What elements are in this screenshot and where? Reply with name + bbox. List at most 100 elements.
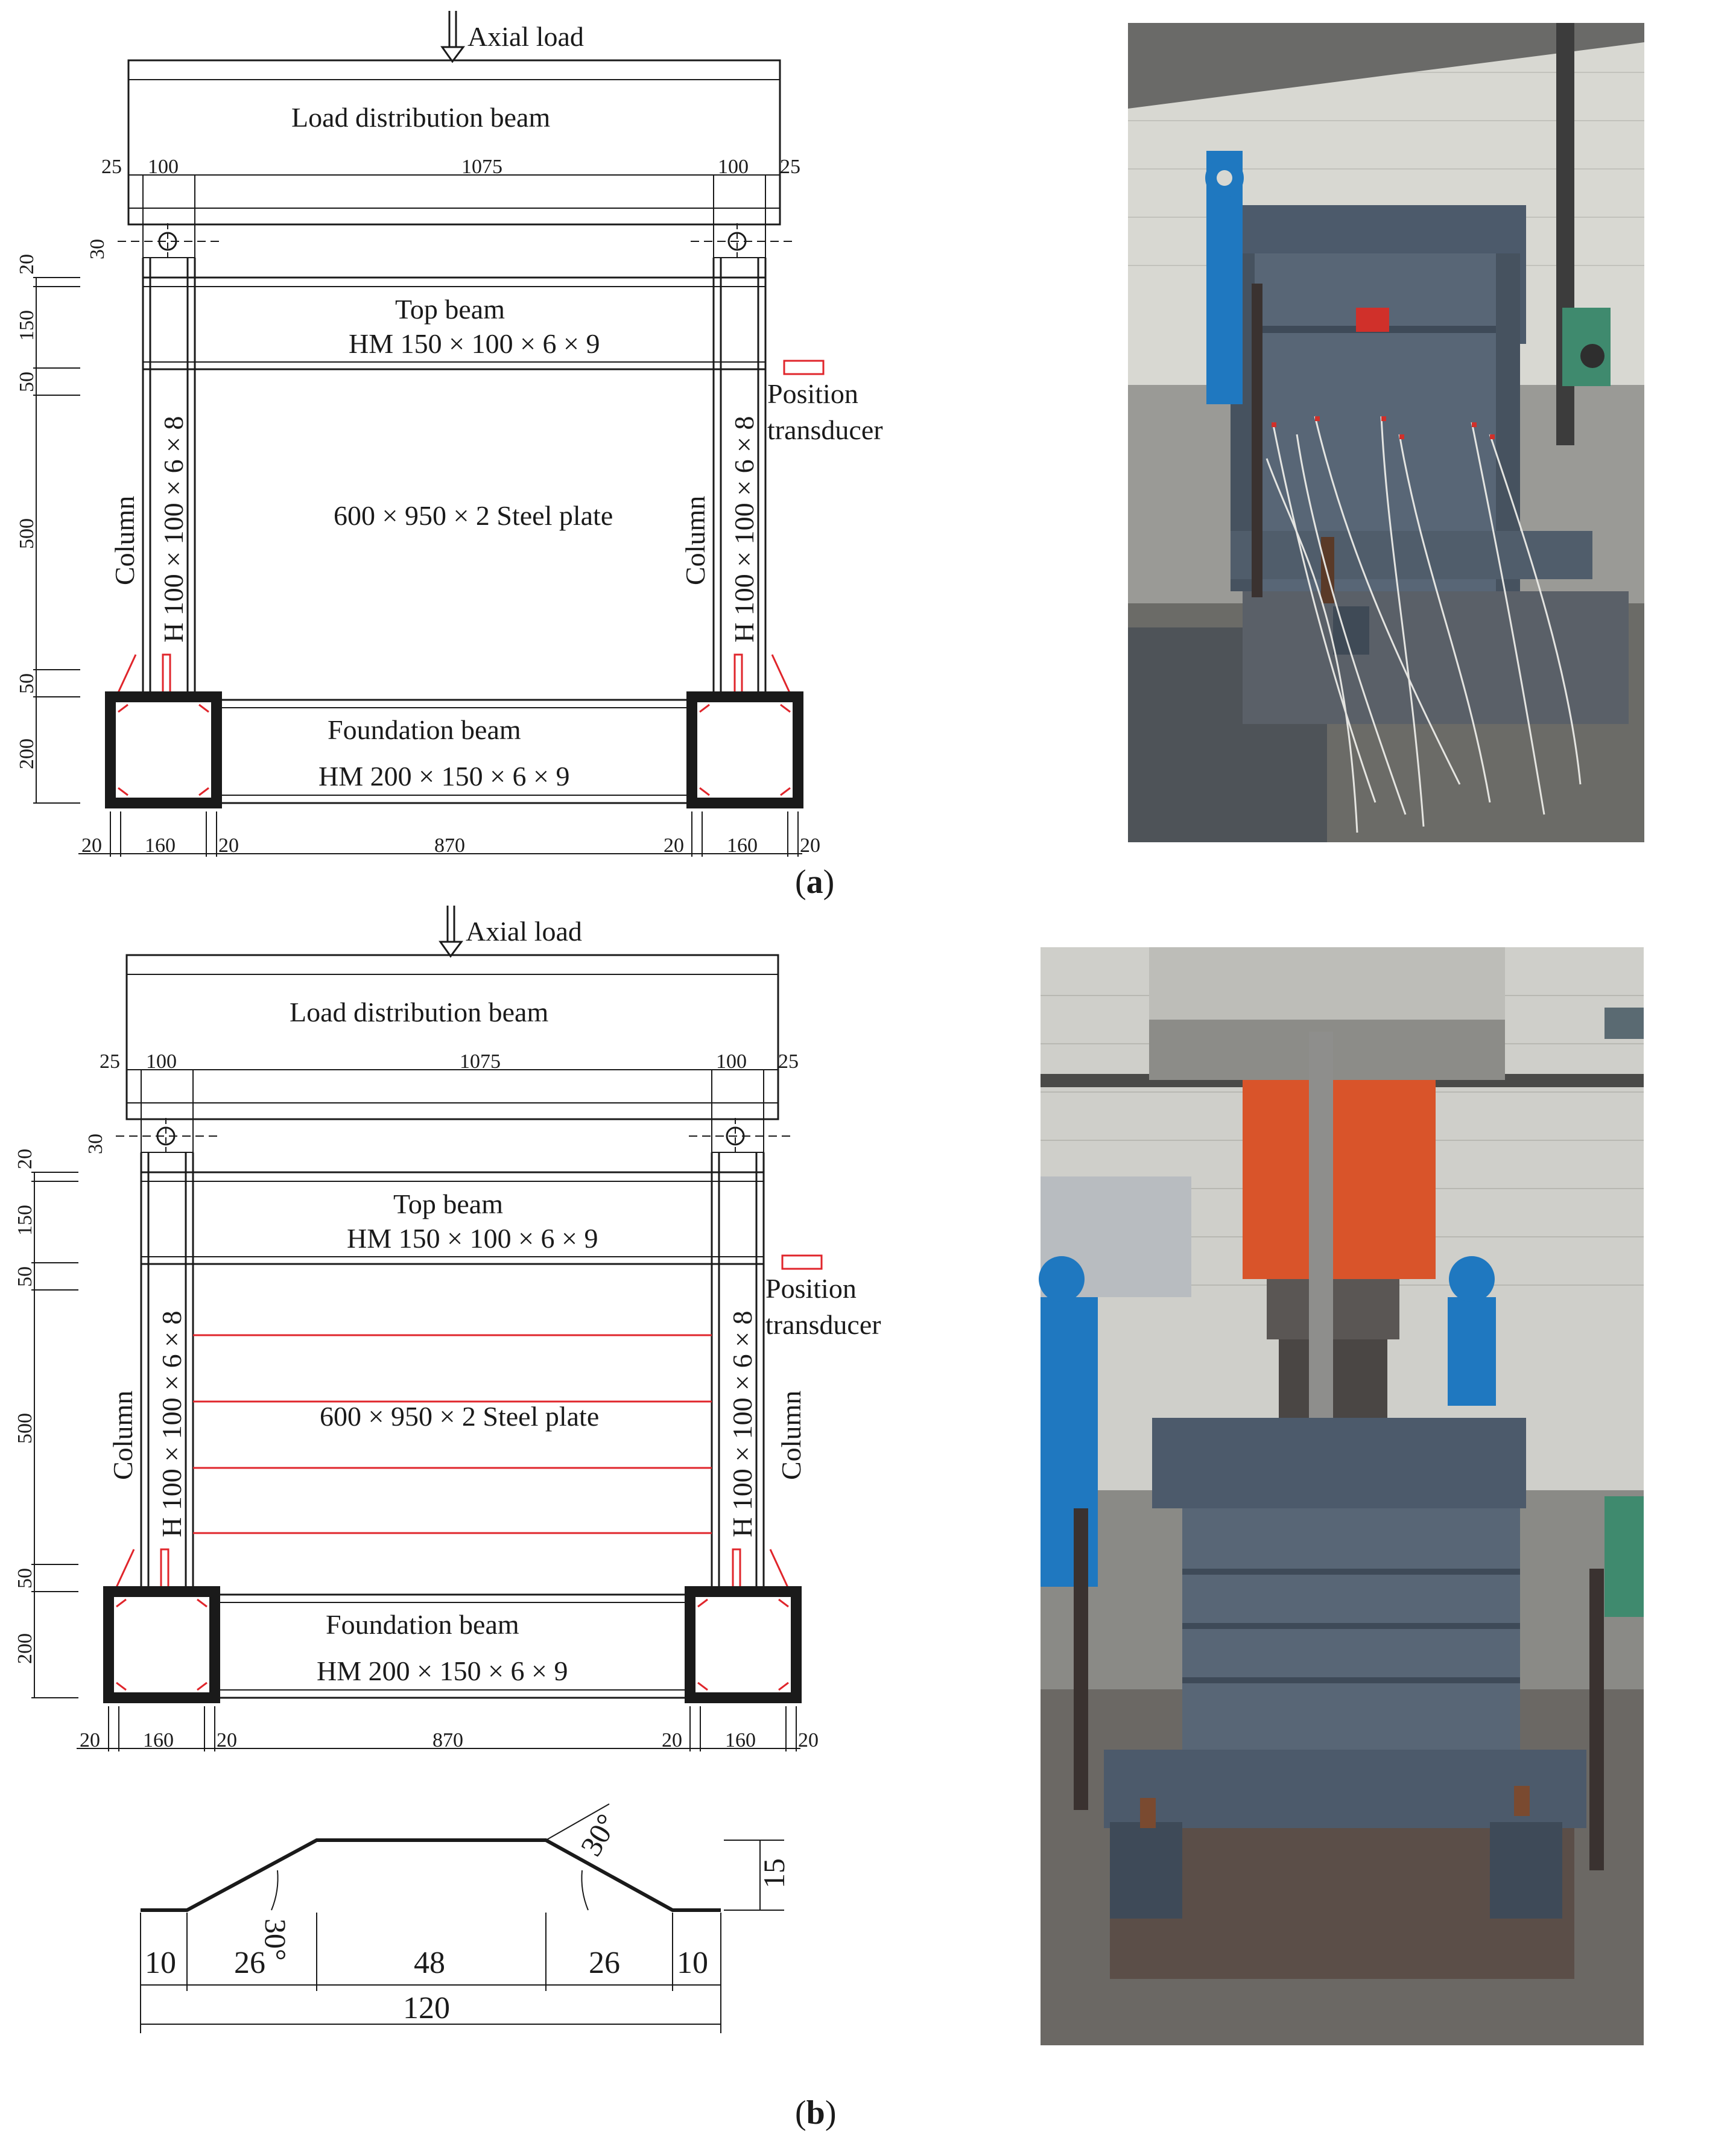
svg-text:20: 20 — [217, 1729, 237, 1751]
svg-text:20: 20 — [800, 834, 820, 857]
column-right — [712, 258, 767, 694]
column-label-right: Column — [776, 1391, 806, 1480]
svg-text:25: 25 — [780, 156, 800, 178]
bottom-dimensions: 20 160 20 870 20 160 20 — [81, 834, 820, 857]
axial-load-label: Axial load — [467, 21, 584, 52]
svg-text:20: 20 — [798, 1729, 819, 1751]
stiffeners — [193, 1334, 712, 1534]
steel-plate-label: 600 × 950 × 2 Steel plate — [334, 500, 613, 531]
svg-text:500: 500 — [14, 1413, 36, 1444]
top-beam-label: Top beam — [393, 1189, 503, 1219]
pin-circle-icon — [116, 1118, 218, 1154]
foundation-section: HM 200 × 150 × 6 × 9 — [317, 1656, 568, 1686]
column-section-right: H 100 × 100 × 6 × 8 — [729, 416, 759, 643]
profile-angle-1: 30° — [259, 1919, 293, 1961]
column-label-right: Column — [680, 496, 711, 585]
svg-text:1075: 1075 — [461, 156, 502, 178]
svg-text:1075: 1075 — [460, 1050, 501, 1073]
svg-text:30: 30 — [84, 1134, 107, 1154]
svg-text:10: 10 — [677, 1946, 708, 1980]
svg-text:870: 870 — [434, 834, 465, 857]
svg-text:20: 20 — [662, 1729, 682, 1751]
svg-text:100: 100 — [716, 1050, 747, 1073]
top-dimensions: 25 100 1075 100 25 — [101, 156, 800, 178]
column-label-left: Column — [107, 1391, 138, 1480]
svg-text:20: 20 — [14, 1149, 36, 1169]
pin-circle-icon — [691, 223, 793, 259]
left-dimensions: 20 150 50 500 50 200 30 — [14, 1134, 107, 1664]
foundation-box-left — [105, 691, 222, 808]
pin-circle-icon — [689, 1118, 791, 1154]
svg-text:500: 500 — [16, 518, 38, 549]
column-label-left: Column — [109, 496, 140, 585]
position-transducer — [783, 360, 825, 375]
steel-plate-label: 600 × 950 × 2 Steel plate — [320, 1401, 599, 1432]
top-beam-label: Top beam — [395, 294, 505, 325]
load-beam-label: Load distribution beam — [290, 997, 548, 1027]
svg-text:30: 30 — [86, 239, 109, 259]
svg-text:10: 10 — [145, 1946, 176, 1980]
caption-b: (b) — [795, 2094, 836, 2132]
position-transducer — [781, 1254, 823, 1270]
svg-text:25: 25 — [101, 156, 122, 178]
svg-text:150: 150 — [14, 1205, 36, 1236]
svg-text:20: 20 — [80, 1729, 100, 1751]
svg-text:100: 100 — [718, 156, 749, 178]
column-left — [140, 1152, 194, 1589]
svg-text:20: 20 — [664, 834, 684, 857]
svg-text:160: 160 — [145, 834, 176, 857]
transducer-label: transducer — [767, 414, 883, 445]
svg-text:26: 26 — [589, 1946, 620, 1980]
foundation-box-left — [103, 1586, 220, 1703]
svg-text:26: 26 — [234, 1946, 265, 1980]
svg-text:200: 200 — [16, 738, 38, 769]
photo-b — [1039, 947, 1644, 2045]
drawing-a: Axial load Load distribution beam 25 100… — [16, 11, 883, 857]
drawing-b: Axial load Load distribution beam 25 100… — [14, 906, 881, 1751]
svg-text:48: 48 — [414, 1946, 445, 1980]
stiffener-profile: 15 30° 30° 10 26 48 26 10 120 — [140, 1803, 791, 2033]
down-arrow-icon — [440, 11, 465, 63]
foundation-box-right — [686, 691, 803, 808]
foundation-section: HM 200 × 150 × 6 × 9 — [318, 761, 569, 792]
position-label: Position — [765, 1273, 857, 1304]
bottom-dimensions: 20 160 20 870 20 160 20 — [80, 1729, 819, 1751]
foundation-beam-label: Foundation beam — [328, 714, 521, 745]
position-label: Position — [767, 378, 858, 409]
load-beam-label: Load distribution beam — [291, 102, 550, 133]
svg-text:870: 870 — [432, 1729, 463, 1751]
top-beam-section: HM 150 × 100 × 6 × 9 — [347, 1223, 598, 1254]
svg-text:50: 50 — [16, 673, 38, 694]
svg-text:160: 160 — [727, 834, 758, 857]
svg-text:20: 20 — [218, 834, 239, 857]
top-beam-section: HM 150 × 100 × 6 × 9 — [349, 328, 600, 359]
column-right — [711, 1152, 765, 1589]
svg-text:50: 50 — [16, 372, 38, 392]
profile-dimensions: 10 26 48 26 10 120 — [145, 1946, 708, 2025]
profile-angle-2: 30° — [574, 1808, 624, 1862]
svg-text:20: 20 — [81, 834, 102, 857]
down-arrow-icon — [439, 906, 463, 958]
svg-text:160: 160 — [725, 1729, 756, 1751]
load-distribution-beam — [125, 954, 779, 1120]
column-left — [142, 258, 196, 694]
column-section-right: H 100 × 100 × 6 × 8 — [727, 1310, 758, 1537]
foundation-box-right — [685, 1586, 802, 1703]
svg-text:150: 150 — [16, 310, 38, 341]
svg-text:20: 20 — [16, 254, 38, 275]
svg-text:120: 120 — [403, 1991, 450, 2025]
axial-load-label: Axial load — [466, 916, 582, 947]
profile-height: 15 — [757, 1858, 791, 1888]
load-distribution-beam — [127, 59, 781, 226]
foundation-beam-label: Foundation beam — [326, 1609, 519, 1640]
top-dimensions: 25 100 1075 100 25 — [100, 1050, 799, 1073]
pin-circle-icon — [118, 223, 220, 259]
svg-text:25: 25 — [100, 1050, 120, 1073]
transducer-label: transducer — [765, 1309, 881, 1340]
column-section-left: H 100 × 100 × 6 × 8 — [156, 1310, 187, 1537]
svg-text:160: 160 — [143, 1729, 174, 1751]
left-dimensions: 20 150 50 500 50 200 30 — [16, 239, 109, 769]
svg-text:100: 100 — [148, 156, 179, 178]
photo-a — [1128, 23, 1644, 842]
